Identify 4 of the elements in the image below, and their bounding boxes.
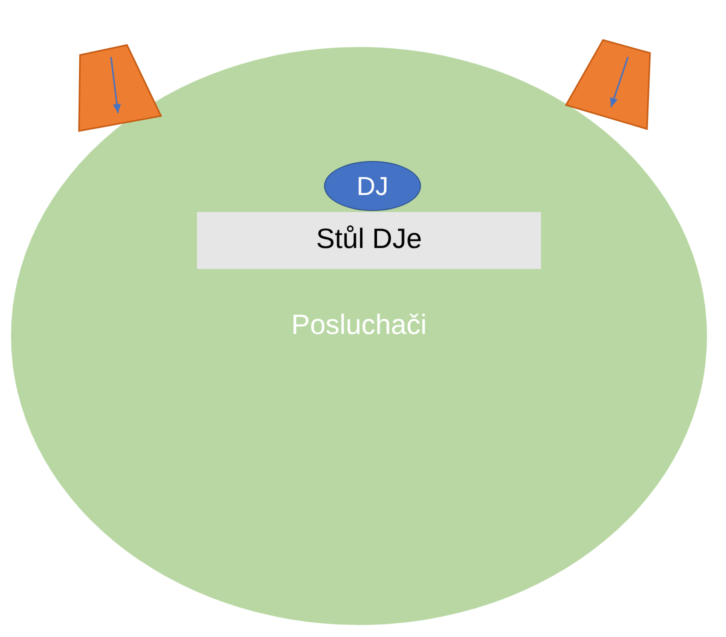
node-label: Posluchači [290,309,428,341]
node-label: DJ [356,171,390,202]
dj-table [197,212,541,269]
node-label: Stůl DJe [315,223,423,255]
